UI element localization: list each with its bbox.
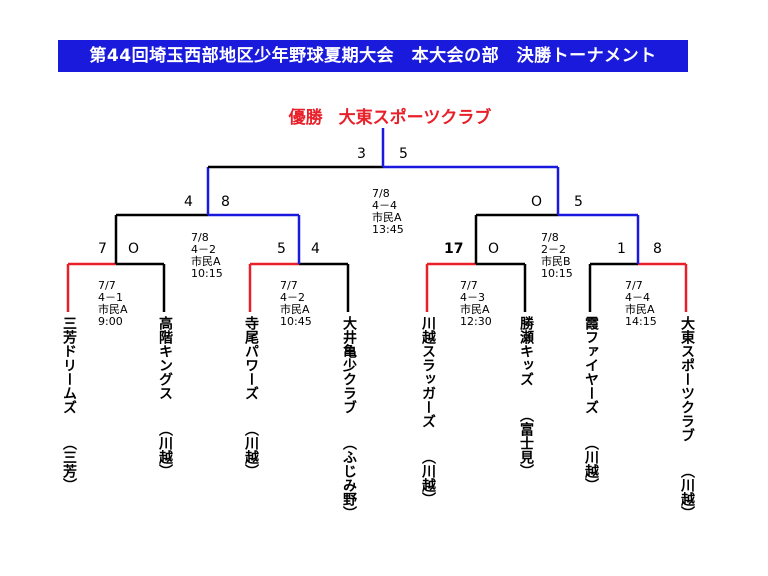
team-prefecture: （川越）: [157, 422, 173, 478]
match-venue: 市民A: [625, 303, 655, 316]
match-time: 14:15: [625, 315, 657, 328]
team-entry: 勝瀬キッズ （富士見）: [516, 316, 536, 478]
match-time: 10:15: [191, 267, 223, 280]
match-venue: 市民A: [98, 303, 128, 316]
match-info-r1m4: 7/7 4－4 市民A 14:15: [625, 280, 657, 328]
match-score-right: 5: [574, 194, 583, 210]
match-venue: 市民B: [541, 255, 571, 268]
match-time: 12:30: [460, 315, 492, 328]
match-score-right: O: [488, 241, 500, 257]
match-venue: 市民A: [191, 255, 221, 268]
match-date: 7/8: [372, 187, 390, 200]
team-entry: 大井亀少クラブ （ふじみ野）: [339, 316, 359, 520]
match-info-final: 7/8 4－4 市民A 13:45: [372, 188, 404, 236]
team-entry: 川越スラッガーズ （川越）: [418, 316, 438, 506]
team-entry: 高階キングス （川越）: [155, 316, 175, 478]
champion-banner: 優勝大東スポーツクラブ: [270, 103, 510, 128]
match-result: 4－1: [98, 291, 123, 304]
team-entry: 大東スポーツクラブ （川越）: [677, 316, 697, 520]
match-venue: 市民A: [460, 303, 490, 316]
champion-team: 大東スポーツクラブ: [338, 108, 492, 128]
team-name: 大東スポーツクラブ: [679, 316, 695, 442]
team-prefecture: （ふじみ野）: [341, 436, 357, 520]
match-result: 2－2: [541, 243, 566, 256]
match-score-left: 17: [444, 241, 464, 257]
match-time: 10:45: [280, 315, 312, 328]
match-score-left: O: [531, 194, 543, 210]
match-date: 7/8: [191, 231, 209, 244]
match-score-left: 7: [98, 241, 107, 257]
match-score-right: 5: [399, 146, 408, 162]
champion-label: 優勝: [288, 108, 323, 128]
team-prefecture: （川越）: [679, 464, 695, 520]
team-prefecture: （川越）: [243, 422, 259, 478]
match-score-left: 4: [184, 194, 193, 210]
team-prefecture: （川越）: [583, 436, 599, 492]
match-result: 4－2: [280, 291, 305, 304]
match-score-right: 4: [311, 241, 320, 257]
match-info-r1m2: 7/7 4－2 市民A 10:45: [280, 280, 312, 328]
team-entry: 霞ファイヤーズ （川越）: [581, 316, 601, 492]
match-score-left: 5: [277, 241, 286, 257]
match-info-sf2: 7/8 2－2 市民B 10:15: [541, 232, 573, 280]
match-date: 7/7: [460, 279, 478, 292]
match-time: 9:00: [98, 315, 123, 328]
match-score-left: 1: [617, 241, 626, 257]
match-score-left: 3: [357, 146, 366, 162]
team-prefecture: （川越）: [420, 450, 436, 506]
match-score-right: 8: [653, 241, 662, 257]
match-date: 7/8: [541, 231, 559, 244]
match-time: 10:15: [541, 267, 573, 280]
team-prefecture: （三芳）: [61, 436, 77, 492]
match-result: 4－2: [191, 243, 216, 256]
team-name: 霞ファイヤーズ: [583, 316, 599, 414]
match-info-r1m3: 7/7 4－3 市民A 12:30: [460, 280, 492, 328]
team-entry: 三芳ドリームズ （三芳）: [59, 316, 79, 492]
match-time: 13:45: [372, 223, 404, 236]
match-result: 4－3: [460, 291, 485, 304]
tournament-title: 第44回埼玉西部地区少年野球夏期大会 本大会の部 決勝トーナメント: [58, 40, 688, 72]
match-info-sf1: 7/8 4－2 市民A 10:15: [191, 232, 223, 280]
match-score-right: 8: [221, 194, 230, 210]
match-date: 7/7: [98, 279, 116, 292]
match-info-r1m1: 7/7 4－1 市民A 9:00: [98, 280, 128, 328]
team-name: 高階キングス: [157, 316, 173, 400]
team-name: 勝瀬キッズ: [518, 316, 534, 386]
team-name: 川越スラッガーズ: [420, 316, 436, 428]
match-venue: 市民A: [280, 303, 310, 316]
team-entry: 寺尾パワーズ （川越）: [241, 316, 261, 478]
match-date: 7/7: [625, 279, 643, 292]
match-date: 7/7: [280, 279, 298, 292]
match-venue: 市民A: [372, 211, 402, 224]
match-result: 4－4: [625, 291, 650, 304]
team-prefecture: （富士見）: [518, 408, 534, 478]
team-name: 大井亀少クラブ: [341, 316, 357, 414]
team-name: 三芳ドリームズ: [61, 316, 77, 414]
match-result: 4－4: [372, 199, 397, 212]
team-name: 寺尾パワーズ: [243, 316, 259, 400]
match-score-right: O: [128, 241, 140, 257]
